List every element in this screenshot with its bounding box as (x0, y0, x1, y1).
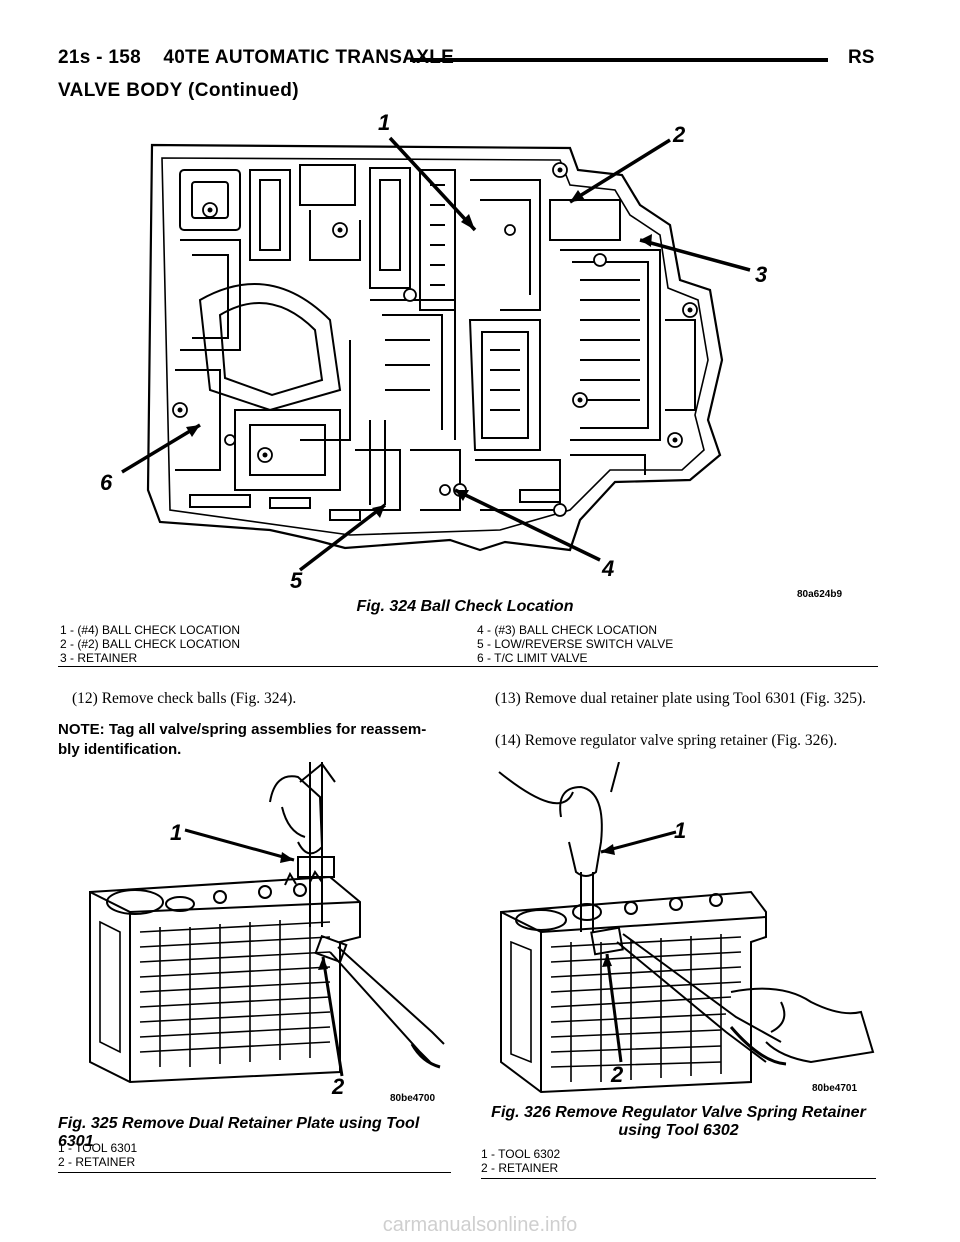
fig324-callout-4: 4 (601, 556, 614, 581)
page-number: 21s - 158 (58, 47, 141, 68)
valve-body-illustration: 1 2 3 4 5 6 (100, 110, 767, 593)
legend-item: 6 - T/C LIMIT VALVE (477, 651, 588, 665)
fig324-legend-right: 4 - (#3) BALL CHECK LOCATION 5 - LOW/REV… (477, 623, 872, 665)
legend-item: 5 - LOW/REVERSE SWITCH VALVE (477, 637, 674, 651)
step-14: (14) Remove regulator valve spring retai… (495, 732, 838, 749)
legend-item: 2 - RETAINER (58, 1155, 136, 1169)
fig324-rule (58, 666, 878, 667)
fig324-callout-5: 5 (290, 568, 303, 593)
step-13: (13) Remove dual retainer plate using To… (495, 690, 866, 707)
fig326-caption-line1: Fig. 326 Remove Regulator Valve Spring R… (491, 1104, 866, 1121)
fig325-legend: 1 - TOOL 6301 2 - RETAINER (58, 1141, 450, 1169)
fig325-callout-2: 2 (331, 1074, 345, 1099)
legend-item: 2 - (#2) BALL CHECK LOCATION (60, 637, 241, 651)
tool-6302-illustration: 1 2 (498, 761, 875, 1094)
subheader: VALVE BODY (Continued) (58, 80, 300, 101)
fig324-callout-2: 2 (672, 122, 686, 147)
fig324-callout-1: 1 (378, 110, 390, 135)
figure-324-ball-check-location: 1 2 3 4 5 6 (100, 110, 860, 610)
fig326-legend: 1 - TOOL 6302 2 - RETAINER (481, 1147, 876, 1175)
fig325-caption: Fig. 325 Remove Dual Retainer Plate usin… (58, 1115, 420, 1150)
section-title: 40TE AUTOMATIC TRANSAXLE (163, 47, 455, 68)
fig326-art-code: 80be4701 (812, 1083, 858, 1094)
fig326-callout-1: 1 (674, 818, 686, 843)
legend-item: 4 - (#3) BALL CHECK LOCATION (477, 623, 658, 637)
legend-item: 1 - TOOL 6302 (481, 1147, 561, 1161)
watermark: carmanualsonline.info (382, 1214, 578, 1236)
tool-6301-illustration: 1 2 (89, 762, 445, 1099)
fig324-callout-3: 3 (755, 262, 767, 287)
model-code: RS (848, 47, 875, 68)
page-header-title: 21s - 158 40TE AUTOMATIC TRANSAXLE (58, 47, 454, 69)
fig325-rule (58, 1172, 451, 1173)
fig326-caption: Fig. 326 Remove Regulator Valve Spring R… (481, 1104, 876, 1140)
legend-item: 3 - RETAINER (60, 651, 138, 665)
legend-item: 1 - TOOL 6301 (58, 1141, 138, 1155)
figure-325-remove-dual-retainer: 1 2 (60, 762, 450, 1112)
fig325-art-code: 80be4700 (390, 1093, 436, 1104)
fig326-callout-2: 2 (610, 1062, 624, 1087)
header-rule (410, 58, 828, 62)
fig325-callout-1: 1 (170, 820, 182, 845)
fig324-caption: Fig. 324 Ball Check Location (356, 598, 574, 615)
legend-item: 1 - (#4) BALL CHECK LOCATION (60, 623, 241, 637)
fig326-caption-line2: using Tool 6302 (618, 1122, 739, 1139)
fig326-rule (481, 1178, 876, 1179)
figure-326-remove-regulator-retainer: 1 2 (481, 761, 876, 1100)
note-tag-assemblies: NOTE: Tag all valve/spring assemblies fo… (58, 721, 427, 758)
fig324-art-code: 80a624b9 (797, 589, 843, 600)
fig324-legend-left: 1 - (#4) BALL CHECK LOCATION 2 - (#2) BA… (60, 623, 460, 665)
legend-item: 2 - RETAINER (481, 1161, 559, 1175)
fig324-callout-6: 6 (100, 470, 113, 495)
step-12: (12) Remove check balls (Fig. 324). (72, 690, 297, 707)
